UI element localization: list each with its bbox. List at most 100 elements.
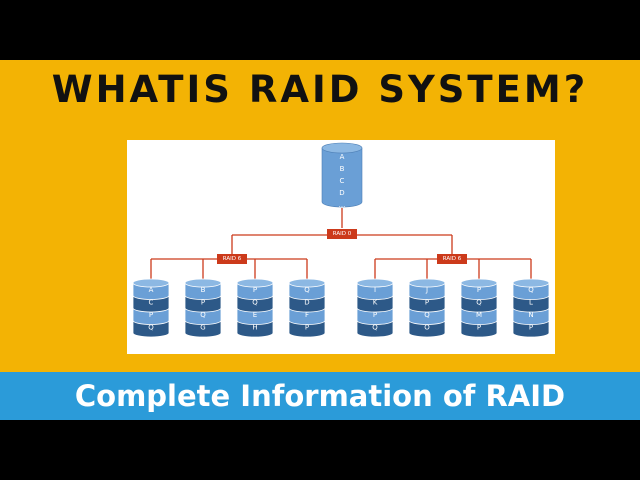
- disk-letter: A: [149, 286, 154, 294]
- disk-letter: Q: [372, 323, 378, 331]
- disk-segment: [408, 307, 446, 325]
- disk-top: [236, 278, 274, 288]
- disk-segment: [236, 320, 274, 338]
- disk-segment: [132, 307, 170, 325]
- disk-letter: N: [528, 311, 533, 319]
- raid0-label: RAID 0: [333, 231, 352, 237]
- disk-letter: Q: [148, 323, 154, 331]
- disk-segment: [460, 282, 498, 300]
- disk-letter: M: [476, 311, 482, 319]
- raid6-label: RAID 6: [223, 256, 242, 262]
- disk-segment: [356, 295, 394, 313]
- disk-segment: [356, 282, 394, 300]
- disk-top: [460, 278, 498, 288]
- disk-segment: [184, 320, 222, 338]
- disk-segment: [356, 307, 394, 325]
- raid6-label-box: [437, 254, 467, 264]
- subtitle: Complete Information of RAID: [74, 379, 566, 413]
- disk-top: [132, 278, 170, 288]
- disk-segment: [184, 307, 222, 325]
- raid6-label: RAID 6: [443, 256, 462, 262]
- disk-segment: [288, 320, 326, 338]
- disk-segment: [132, 320, 170, 338]
- disk-top: [408, 278, 446, 288]
- letterbox-top: [0, 0, 640, 60]
- disk-letter: P: [425, 298, 429, 306]
- disk-letter: B: [201, 286, 206, 294]
- disk-letter: Q: [304, 286, 310, 294]
- headline: WHATIS RAID SYSTEM?: [51, 68, 589, 111]
- disk-segment: [408, 295, 446, 313]
- disk-letter: P: [253, 286, 257, 294]
- letterbox-bottom: [0, 420, 640, 480]
- disk-top: [184, 278, 222, 288]
- disk-segment: [236, 282, 274, 300]
- disk-letter: Q: [252, 298, 258, 306]
- disk-letter: P: [477, 286, 481, 294]
- disk-segment: [460, 307, 498, 325]
- disk-letter: G: [200, 323, 205, 331]
- disk-segment: [288, 295, 326, 313]
- disk-letter: F: [305, 311, 309, 319]
- disk-letter: P: [373, 311, 377, 319]
- disk-letter: E: [253, 311, 257, 319]
- disk-segment: [460, 320, 498, 338]
- disk-letter: L: [529, 298, 533, 306]
- disk-segment: [236, 307, 274, 325]
- source-disk-letter: A: [340, 153, 345, 161]
- disk-letter: P: [477, 323, 481, 331]
- source-disk-letter: B: [340, 165, 345, 173]
- disk-letter: C: [149, 298, 154, 306]
- disk-top: [288, 278, 326, 288]
- source-disk-letter: D: [339, 189, 344, 197]
- disk-letter: P: [201, 298, 205, 306]
- subtitle-band: [0, 372, 640, 420]
- raid6-label-box: [217, 254, 247, 264]
- source-disk-top: [321, 142, 363, 154]
- disk-letter: H: [252, 323, 257, 331]
- disk-segment: [184, 282, 222, 300]
- disk-letter: D: [304, 298, 309, 306]
- disk-segment: [356, 320, 394, 338]
- disk-top: [356, 278, 394, 288]
- disk-segment: [288, 282, 326, 300]
- disk-letter: J: [425, 286, 428, 294]
- disk-letter: P: [305, 323, 309, 331]
- disk-letter: Q: [200, 311, 206, 319]
- raid0-label-box: [327, 229, 357, 239]
- disk-letter: Q: [424, 311, 430, 319]
- disk-segment: [512, 282, 550, 300]
- disk-segment: [288, 307, 326, 325]
- disk-segment: [132, 282, 170, 300]
- disk-segment: [512, 320, 550, 338]
- disk-letter: K: [373, 298, 378, 306]
- disk-segment: [184, 295, 222, 313]
- disk-letter: I: [374, 286, 376, 294]
- source-disk-letter: C: [340, 177, 345, 185]
- disk-segment: [512, 295, 550, 313]
- disk-letter: Q: [476, 298, 482, 306]
- connector-lines: [150, 208, 532, 280]
- disk-top: [512, 278, 550, 288]
- disk-segment: [512, 307, 550, 325]
- disk-segment: [408, 282, 446, 300]
- disk-letter: O: [424, 323, 430, 331]
- disk-letter: Q: [528, 286, 534, 294]
- disk-letter: P: [149, 311, 153, 319]
- disk-segment: [408, 320, 446, 338]
- source-disk-body: [321, 148, 363, 208]
- disk-letter: P: [529, 323, 533, 331]
- source-disk-letter: ...: [339, 201, 346, 209]
- disk-segment: [236, 295, 274, 313]
- disk-segment: [460, 295, 498, 313]
